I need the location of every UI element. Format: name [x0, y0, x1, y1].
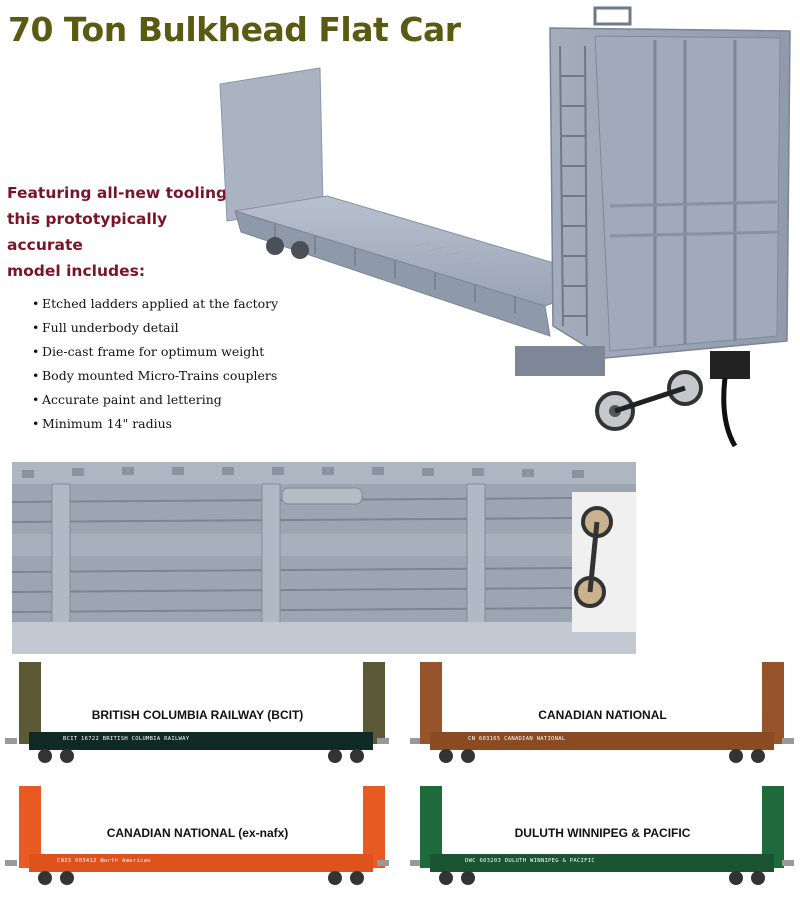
car-dwp-image [410, 786, 794, 885]
page-title: 70 Ton Bulkhead Flat Car [8, 10, 461, 49]
bullet: • [32, 320, 40, 335]
car-label: DULUTH WINNIPEG & PACIFIC [514, 826, 691, 840]
feature-item: •Die-cast frame for optimum weight [32, 340, 278, 364]
feature-list: •Etched ladders applied at the factory •… [32, 292, 278, 436]
feature-text: Accurate paint and lettering [42, 392, 222, 407]
feature-item: •Full underbody detail [32, 316, 278, 340]
car-label: BRITISH COLUMBIA RAILWAY (BCIT) [91, 708, 304, 722]
car-bcit-image [5, 662, 389, 763]
model-hero-image [219, 6, 791, 448]
bullet: • [32, 368, 40, 383]
car-reporting-mark: BCIT 16722 BRITISH COLUMBIA RAILWAY [63, 736, 190, 742]
car-variant-dwp: DULUTH WINNIPEG & PACIFIC DWC 603203 DUL… [410, 778, 795, 893]
feature-item: •Body mounted Micro-Trains couplers [32, 364, 278, 388]
car-label: CANADIAN NATIONAL [538, 708, 667, 722]
car-variant-cn-ex-nafx: CANADIAN NATIONAL (ex-nafx) CNIS 603412 … [5, 778, 390, 893]
intro-text: Featuring all-new tooling, this prototyp… [7, 180, 247, 284]
car-label: CANADIAN NATIONAL (ex-nafx) [106, 826, 289, 840]
feature-text: Etched ladders applied at the factory [42, 296, 279, 311]
intro-line: model includes: [7, 262, 146, 280]
feature-text: Body mounted Micro-Trains couplers [42, 368, 278, 383]
car-variant-bcit: BRITISH COLUMBIA RAILWAY (BCIT) BCIT 167… [5, 660, 390, 775]
feature-text: Minimum 14" radius [42, 416, 173, 431]
bullet: • [32, 344, 40, 359]
feature-text: Die-cast frame for optimum weight [42, 344, 265, 359]
feature-item: •Accurate paint and lettering [32, 388, 278, 412]
feature-text: Full underbody detail [42, 320, 179, 335]
car-variant-cn: CANADIAN NATIONAL CN 603165 CANADIAN NAT… [410, 660, 795, 775]
feature-item: •Minimum 14" radius [32, 412, 278, 436]
car-reporting-mark: DWC 603203 DULUTH WINNIPEG & PACIFIC [465, 858, 596, 864]
bullet: • [32, 392, 40, 407]
feature-item: •Etched ladders applied at the factory [32, 292, 278, 316]
car-cn-image [410, 662, 794, 763]
car-reporting-mark: CN 603165 CANADIAN NATIONAL [468, 736, 566, 742]
car-cn-ex-nafx-image [5, 786, 389, 885]
intro-line: this prototypically accurate [7, 210, 168, 254]
car-reporting-mark: CNIS 603412 North American [57, 858, 151, 864]
intro-line: Featuring all-new tooling, [7, 184, 233, 202]
bullet: • [32, 416, 40, 431]
underbody-detail-image [12, 462, 636, 654]
bullet: • [32, 296, 40, 311]
